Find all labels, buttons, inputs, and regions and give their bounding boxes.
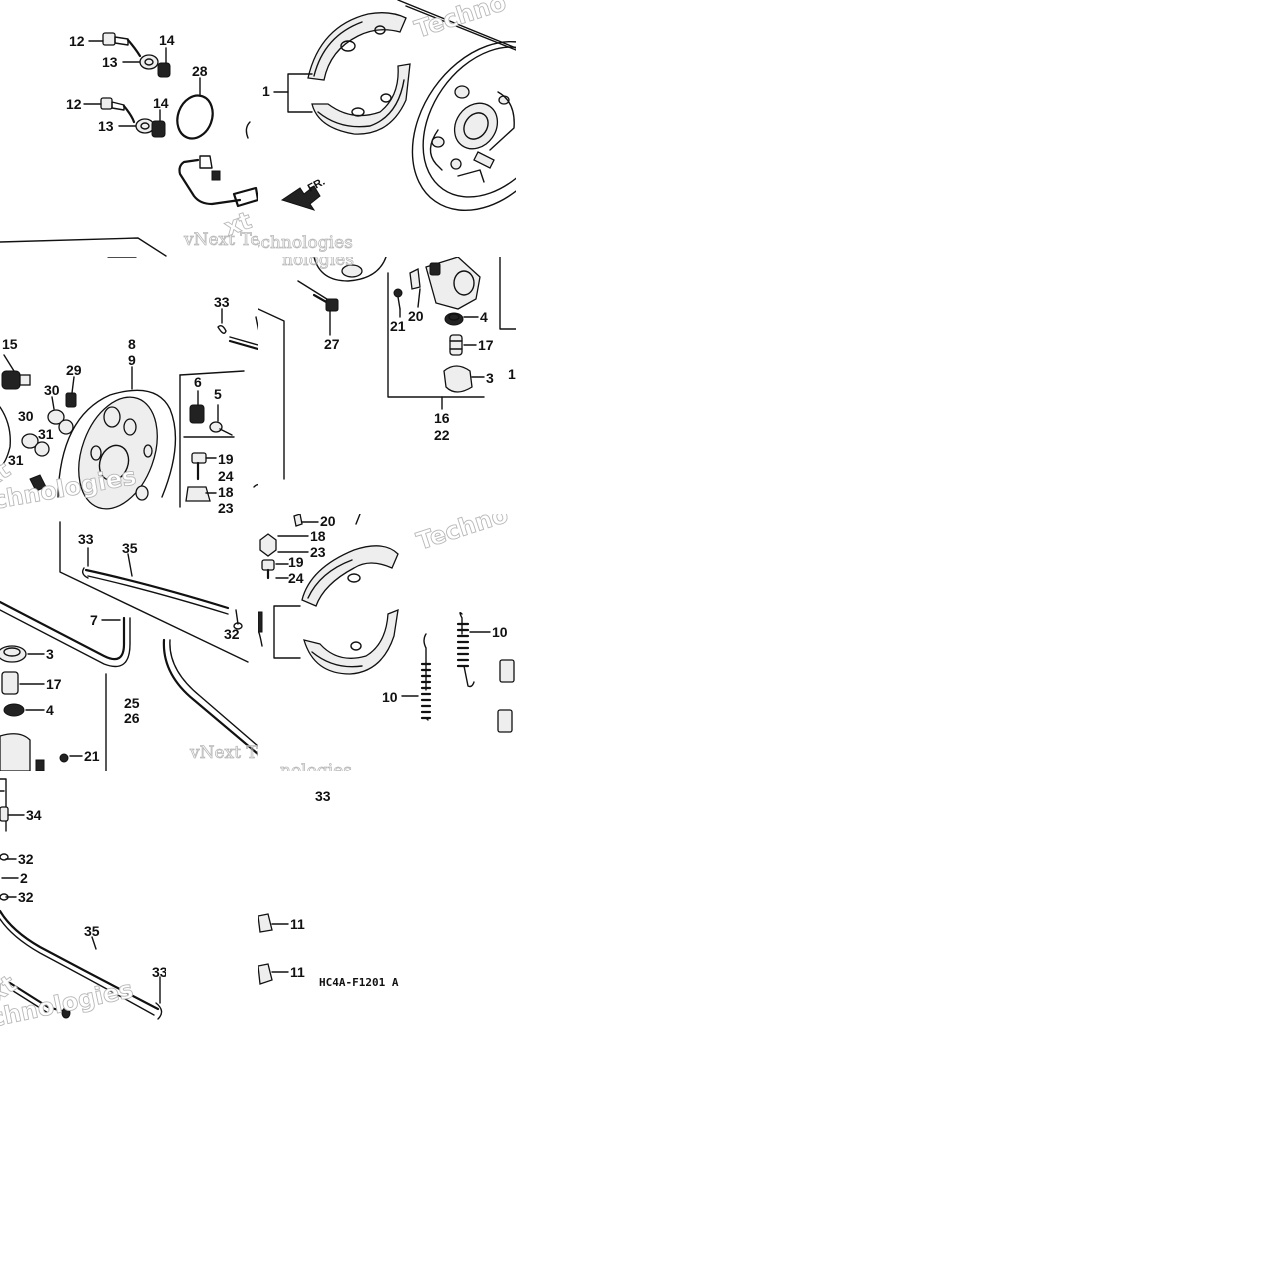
part-label: 32 xyxy=(18,889,34,905)
tile-clips-code: 11 11 HC4A-F1201 A xyxy=(258,900,418,990)
front-marker: FR. xyxy=(306,176,327,195)
part-label: 5 xyxy=(214,386,222,402)
part-label: 8 xyxy=(128,336,136,352)
part-label: 17 xyxy=(46,676,62,692)
part-label: 10 xyxy=(382,689,398,705)
tile-wheel-cylinder: 27 21 20 4 17 3 16 22 1 nologies xyxy=(258,257,516,514)
part-label: 13 xyxy=(98,118,114,134)
watermark: Techno xyxy=(411,0,509,44)
part-label: 20 xyxy=(320,514,336,529)
part-label: 4 xyxy=(46,702,54,718)
part-label: 35 xyxy=(122,540,138,556)
part-label: 21 xyxy=(390,318,406,334)
watermark: chnologies xyxy=(0,975,136,1028)
part-label: 27 xyxy=(324,336,340,352)
tile-brake-shoes-drum: FR. 1 Techno vNext Technologies xyxy=(258,0,516,257)
part-label: 10 xyxy=(492,624,508,640)
tile-hoses: 33 35 7 3 17 4 25 26 21 32 vNext Te xyxy=(0,514,258,771)
part-label: 11 xyxy=(290,964,305,980)
part-label: 31 xyxy=(38,426,54,442)
part-label: 32 xyxy=(224,626,240,642)
part-label: 9 xyxy=(128,352,136,368)
tile-return-hose: 34 32 2 32 35 33 chnologies xt xyxy=(0,771,166,1028)
part-label: 24 xyxy=(288,570,304,586)
part-label: 34 xyxy=(26,807,42,823)
tile-backing-plate: 15 33 29 30 30 31 31 8 9 6 5 19 24 18 23… xyxy=(0,257,258,514)
tile-shoes-springs: 20 18 23 19 24 10 10 Techno nologies xyxy=(258,514,516,771)
part-label: 18 xyxy=(218,484,234,500)
part-label: 30 xyxy=(44,382,60,398)
part-label: 19 xyxy=(218,451,234,467)
part-label: 7 xyxy=(90,612,98,628)
part-label: 23 xyxy=(218,500,234,514)
part-label: 3 xyxy=(46,646,54,662)
part-label: 21 xyxy=(84,748,100,764)
part-label: 4 xyxy=(480,309,488,325)
watermark: vNext Te xyxy=(189,743,258,763)
watermark: vNext Te xyxy=(183,230,258,250)
part-label: 33 xyxy=(315,788,331,804)
part-label: 29 xyxy=(66,362,82,378)
part-label: 33 xyxy=(78,531,94,547)
part-label: 3 xyxy=(486,370,494,386)
part-label: 25 xyxy=(124,695,140,711)
part-label: 14 xyxy=(153,95,169,111)
part-label: 13 xyxy=(102,54,118,70)
part-label: 24 xyxy=(218,468,234,484)
part-label: 28 xyxy=(192,63,208,79)
watermark: Techno xyxy=(413,514,511,556)
part-label: 22 xyxy=(434,427,450,443)
diagram-code: HC4A-F1201 A xyxy=(319,976,399,989)
part-label: 33 xyxy=(214,294,230,310)
part-label: 1 xyxy=(262,83,270,99)
part-label: 26 xyxy=(124,710,140,726)
part-label: 12 xyxy=(66,96,82,112)
part-label: 1 xyxy=(508,366,516,382)
part-label: 20 xyxy=(408,308,424,324)
part-label: 31 xyxy=(8,452,24,468)
part-label: 17 xyxy=(478,337,494,353)
part-label: 11 xyxy=(290,916,305,932)
part-label: 33 xyxy=(152,964,166,980)
watermark: nologies xyxy=(280,761,352,771)
part-label: 30 xyxy=(18,408,34,424)
part-label: 19 xyxy=(288,554,304,570)
watermark: nologies xyxy=(282,257,354,270)
part-label: 35 xyxy=(84,923,100,939)
part-label: 14 xyxy=(159,32,175,48)
part-label: 2 xyxy=(20,870,28,886)
part-label: 6 xyxy=(194,374,202,390)
label-33-floating: 33 xyxy=(315,788,331,804)
part-label: 23 xyxy=(310,544,326,560)
part-label: 18 xyxy=(310,528,326,544)
tile-pipe-fittings: 12 13 14 28 12 13 14 vNext Te xt xyxy=(0,0,258,257)
part-label: 16 xyxy=(434,410,450,426)
part-label: 15 xyxy=(2,336,18,352)
watermark: vNext Technologies xyxy=(258,233,353,253)
part-label: 12 xyxy=(69,33,85,49)
part-label: 32 xyxy=(18,851,34,867)
